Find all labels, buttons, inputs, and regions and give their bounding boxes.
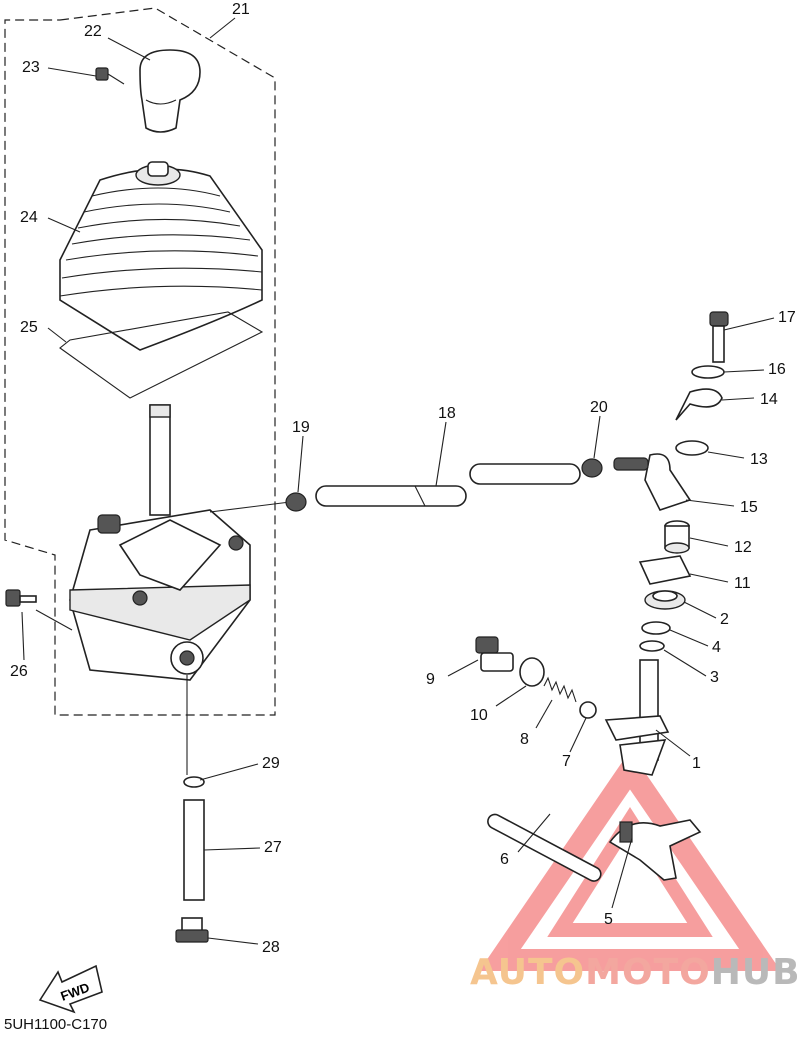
clip-14: [675, 388, 723, 421]
housing-link: [209, 501, 291, 513]
callout-5: 5: [604, 911, 613, 928]
collar-12: [664, 520, 690, 554]
watermark-brand: AUTOMOTOHUB: [470, 952, 800, 993]
callout-labels: 21 22 23 24 25 19 18 20 17 16 14 13 15 1…: [10, 1, 796, 956]
bolt-26: [5, 589, 73, 631]
lever-15: [613, 453, 692, 511]
screw-23: [95, 67, 125, 85]
washer-16: [691, 365, 725, 379]
circlip-4: [641, 621, 671, 635]
callout-3: 3: [710, 669, 719, 686]
callout-17: 17: [778, 309, 796, 326]
callout-14: 14: [760, 391, 778, 408]
callout-12: 12: [734, 539, 752, 556]
shift-fork: [608, 819, 702, 881]
knob: [139, 49, 201, 133]
callout-13: 13: [750, 451, 768, 468]
washer-13: [675, 440, 709, 456]
callout-6: 6: [500, 851, 509, 868]
callout-23: 23: [22, 59, 40, 76]
boot: [59, 161, 263, 351]
circlip-29: [183, 776, 205, 788]
brand-part-auto: AUTO: [470, 952, 586, 993]
callout-21: 21: [232, 1, 250, 18]
shift-rod: [315, 463, 581, 507]
ball-7: [579, 701, 597, 719]
callout-29: 29: [262, 755, 280, 772]
plate-11: [638, 555, 692, 585]
fwd-arrow-icon: FWD: [38, 964, 103, 1014]
bushing-20: [581, 458, 603, 478]
callout-25: 25: [20, 319, 38, 336]
callout-8: 8: [520, 731, 529, 748]
callout-16: 16: [768, 361, 786, 378]
callout-11: 11: [734, 575, 751, 592]
callout-9: 9: [426, 671, 435, 688]
callout-10: 10: [470, 707, 488, 724]
callout-4: 4: [712, 639, 721, 656]
washer-3: [639, 640, 665, 652]
leader-lines: [21, 17, 775, 945]
gasket: [59, 311, 264, 399]
watermark-triangle: [479, 750, 781, 971]
pin-27: [183, 799, 205, 901]
callout-22: 22: [84, 23, 102, 40]
bolt-17: [709, 311, 729, 363]
callout-28: 28: [262, 939, 280, 956]
diagram-code: 5UH1100-C170: [4, 1016, 108, 1033]
fork-rod: [487, 813, 602, 882]
callout-2: 2: [720, 611, 729, 628]
callout-24: 24: [20, 209, 38, 226]
seal-2: [644, 590, 686, 610]
callout-15: 15: [740, 499, 758, 516]
brand-part-moto: MOTO: [585, 952, 711, 993]
callout-18: 18: [438, 405, 456, 422]
spring-8: [543, 676, 577, 703]
plug-9: [475, 636, 514, 672]
lever-rod: [149, 404, 171, 516]
callout-1: 1: [692, 755, 701, 772]
brand-part-hub: HUB: [710, 952, 800, 993]
callout-20: 20: [590, 399, 608, 416]
nut-28: [175, 917, 209, 943]
callout-26: 26: [10, 663, 28, 680]
assembly-boundary: [4, 7, 276, 716]
callout-19: 19: [292, 419, 310, 436]
gasket-10: [519, 657, 545, 687]
bushing-19: [285, 492, 307, 512]
shift-housing: [69, 509, 251, 681]
shift-shaft: [604, 659, 670, 776]
callout-7: 7: [562, 753, 571, 770]
callout-27: 27: [264, 839, 282, 856]
